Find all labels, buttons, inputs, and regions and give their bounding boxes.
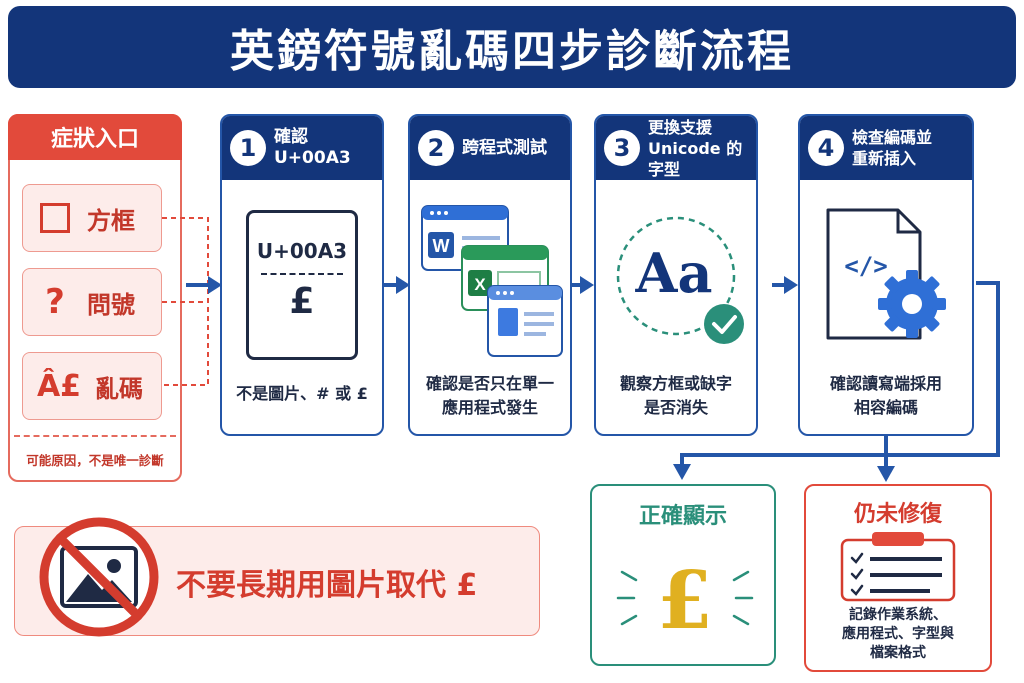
clipboard-checklist-icon: [840, 532, 956, 602]
step-number: 1: [230, 130, 266, 166]
divider: [261, 273, 343, 275]
title-line: 更換支援: [648, 117, 713, 137]
step-number: 2: [418, 130, 454, 166]
code-point-card: U+00A3 £: [246, 210, 358, 360]
result-failure-box: 仍未修復 記錄作業系統、 應用程式、字型與 檔案格式: [804, 484, 992, 672]
pound-sparkle-icon: £: [616, 553, 754, 647]
desc-line: 觀察方框或缺字: [619, 374, 732, 393]
symptom-label: 問號: [87, 290, 135, 319]
desc-line: 確認是否只在單一: [425, 374, 554, 393]
result-success-box: 正確顯示 £: [590, 484, 776, 666]
step-header: 1 確認 U+00A3: [222, 116, 382, 180]
font-sample-text: Aa: [635, 241, 713, 305]
desc-line: 應用程式發生: [441, 398, 538, 417]
step-card-3: 3 更換支援 Unicode 的字型 Aa 觀察方框或缺字 是否消失: [594, 114, 758, 436]
desc-line: 記錄作業系統、: [849, 607, 947, 623]
step-header: 3 更換支援 Unicode 的字型: [596, 116, 756, 180]
pound-symbol: £: [289, 281, 315, 322]
title-banner: 英鎊符號亂碼四步診斷流程: [8, 6, 1016, 88]
result-title: 正確顯示: [638, 504, 727, 529]
desc-line: 是否消失: [643, 398, 708, 417]
divider: [14, 435, 176, 437]
desc-line: 確認讀寫端採用: [829, 374, 942, 393]
no-image-icon: [39, 517, 159, 637]
step-desc: 確認是否只在單一 應用程式發生: [410, 372, 570, 420]
code-point-text: U+00A3: [256, 239, 348, 263]
step-title: 檢查編碼並 重新插入: [852, 127, 932, 169]
mojibake-glyph: Â£: [36, 368, 82, 404]
step-header: 4 檢查編碼並 重新插入: [800, 116, 972, 180]
symptom-header: 症狀入口: [8, 114, 182, 160]
desc-line: 相容編碼: [853, 398, 918, 417]
font-glyph-icon: Aa: [616, 216, 744, 344]
symptom-item-box: 方框: [22, 184, 162, 252]
page-title: 英鎊符號亂碼四步診斷流程: [230, 26, 794, 77]
title-line: 重新插入: [852, 149, 917, 168]
step-title: 更換支援 Unicode 的字型: [648, 117, 756, 180]
step-desc: 觀察方框或缺字 是否消失: [596, 372, 756, 420]
step-title: 確認 U+00A3: [274, 127, 351, 168]
pound-symbol: £: [657, 553, 713, 647]
code-symbol: </>: [844, 252, 887, 280]
symptom-label: 亂碼: [95, 374, 143, 403]
step-desc: 確認讀寫端採用 相容編碼: [800, 372, 972, 420]
symptom-item-mojibake: Â£ 亂碼: [22, 352, 162, 420]
word-icon-letter: W: [433, 236, 450, 256]
app-windows-icon: W X: [421, 205, 563, 357]
empty-box-icon: [40, 203, 70, 233]
desc-line: 應用程式、字型與: [842, 626, 954, 642]
result-desc: 記錄作業系統、 應用程式、字型與 檔案格式: [806, 606, 990, 663]
symptom-label: 方框: [87, 206, 135, 235]
title-line: Unicode 的字型: [648, 138, 743, 179]
code-file-gear-icon: </>: [826, 208, 946, 340]
step-title: 跨程式測試: [462, 137, 547, 158]
question-mark-icon: ?: [45, 282, 65, 322]
result-title: 仍未修復: [853, 502, 942, 527]
step-card-1: 1 確認 U+00A3 U+00A3 £ 不是圖片、# 或 £: [220, 114, 384, 436]
title-line: 檢查編碼並: [852, 128, 933, 147]
symptom-note: 可能原因，不是唯一診斷: [26, 453, 164, 468]
step-card-4: 4 檢查編碼並 重新插入 </> 確認讀寫端採用 相容編碼: [798, 114, 974, 436]
step-number: 3: [604, 130, 640, 166]
excel-icon-letter: X: [474, 275, 486, 294]
step-number: 4: [808, 130, 844, 166]
warning-text: 不要長期用圖片取代 £: [176, 568, 478, 603]
desc-line: 檔案格式: [870, 645, 926, 661]
symptom-item-question: ? 問號: [22, 268, 162, 336]
step-card-2: 2 跨程式測試 W X 確認是否只在單一 應用程式發生: [408, 114, 572, 436]
step-desc: 不是圖片、# 或 £: [222, 382, 382, 406]
step-header: 2 跨程式測試: [410, 116, 570, 180]
desc-line: 不是圖片、# 或 £: [236, 384, 368, 403]
